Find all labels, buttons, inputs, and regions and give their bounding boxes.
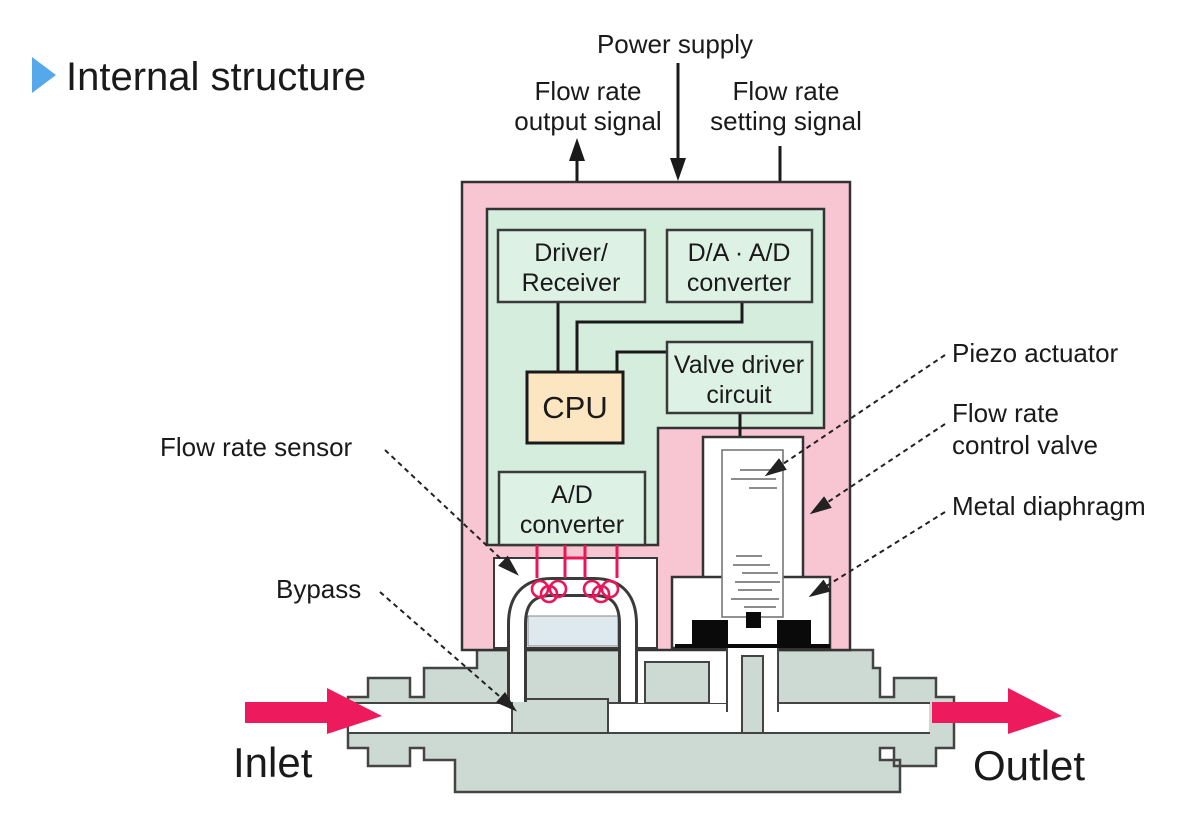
flow-output-label-line2: output signal: [514, 106, 661, 136]
bypass-leader-line: [379, 591, 518, 712]
channel-island-block: [644, 661, 710, 704]
driver-receiver-label-line2: Receiver: [522, 269, 621, 297]
cpu-to-valvedriver-line: [615, 350, 667, 372]
da-to-cpu-line: [575, 302, 744, 372]
piezo-stack-layer-lines: [731, 469, 780, 608]
da-ad-converter-label-line1: D/A · A/D: [688, 239, 791, 267]
power-supply-label: Power supply: [597, 29, 753, 59]
driver-receiver-block: [496, 228, 647, 304]
driver-receiver-label-line1: Driver/: [534, 239, 608, 267]
piezo-actuator-stack: [721, 449, 784, 618]
ad-converter-block: [497, 470, 647, 547]
flow-rate-sensor-leader-line: [384, 449, 519, 576]
cpu-block: [525, 370, 625, 445]
flow-output-label-line1: Flow rate: [535, 76, 642, 106]
inlet-flow-arrow: [245, 688, 382, 734]
da-ad-converter-block: [665, 228, 814, 304]
inlet-label: Inlet: [233, 739, 313, 786]
bypass-label: Bypass: [276, 574, 361, 604]
flow-control-valve-label-line1: Flow rate: [952, 398, 1059, 428]
piezo-actuator-label: Piezo actuator: [952, 338, 1119, 368]
flow-control-valve-label-line2: control valve: [952, 430, 1098, 460]
flow-output-arrow-up-icon: [569, 138, 585, 161]
metal-diaphragm-leader-line: [808, 511, 946, 598]
bypass-element-block: [511, 698, 609, 734]
ad-converter-label-line1: A/D: [551, 481, 593, 509]
flow-setting-label-line1: Flow rate: [733, 76, 840, 106]
valve-driver-label-line2: circuit: [706, 381, 771, 409]
valve-plug: [746, 612, 761, 628]
outlet-label: Outlet: [973, 742, 1085, 789]
ad-converter-label-line2: converter: [520, 511, 624, 539]
valve-seat-left: [692, 620, 728, 647]
cpu-label: CPU: [542, 390, 607, 425]
metal-diaphragm-label: Metal diaphragm: [952, 491, 1146, 521]
valve-seat-right: [777, 620, 811, 647]
flow-setting-label-line2: setting signal: [710, 106, 862, 136]
valve-driver-label-line1: Valve driver: [674, 351, 804, 379]
outlet-flow-arrow: [932, 688, 1062, 734]
power-supply-arrow-down-icon: [670, 158, 686, 181]
sensor-tube-bore: [510, 580, 635, 702]
page-title: Internal structure: [66, 55, 366, 99]
valve-seat-post: [741, 655, 764, 734]
sensor-coil-wires: [535, 545, 619, 578]
flow-rate-sensor-label: Flow rate sensor: [160, 432, 353, 462]
title-triangle-icon: [32, 57, 56, 93]
valve-driver-circuit-block: [665, 340, 814, 415]
flow-bore-channel: [349, 704, 929, 732]
da-ad-converter-label-line2: converter: [687, 269, 791, 297]
sensor-coils: [530, 579, 620, 604]
sensor-inner-block: [527, 615, 619, 647]
